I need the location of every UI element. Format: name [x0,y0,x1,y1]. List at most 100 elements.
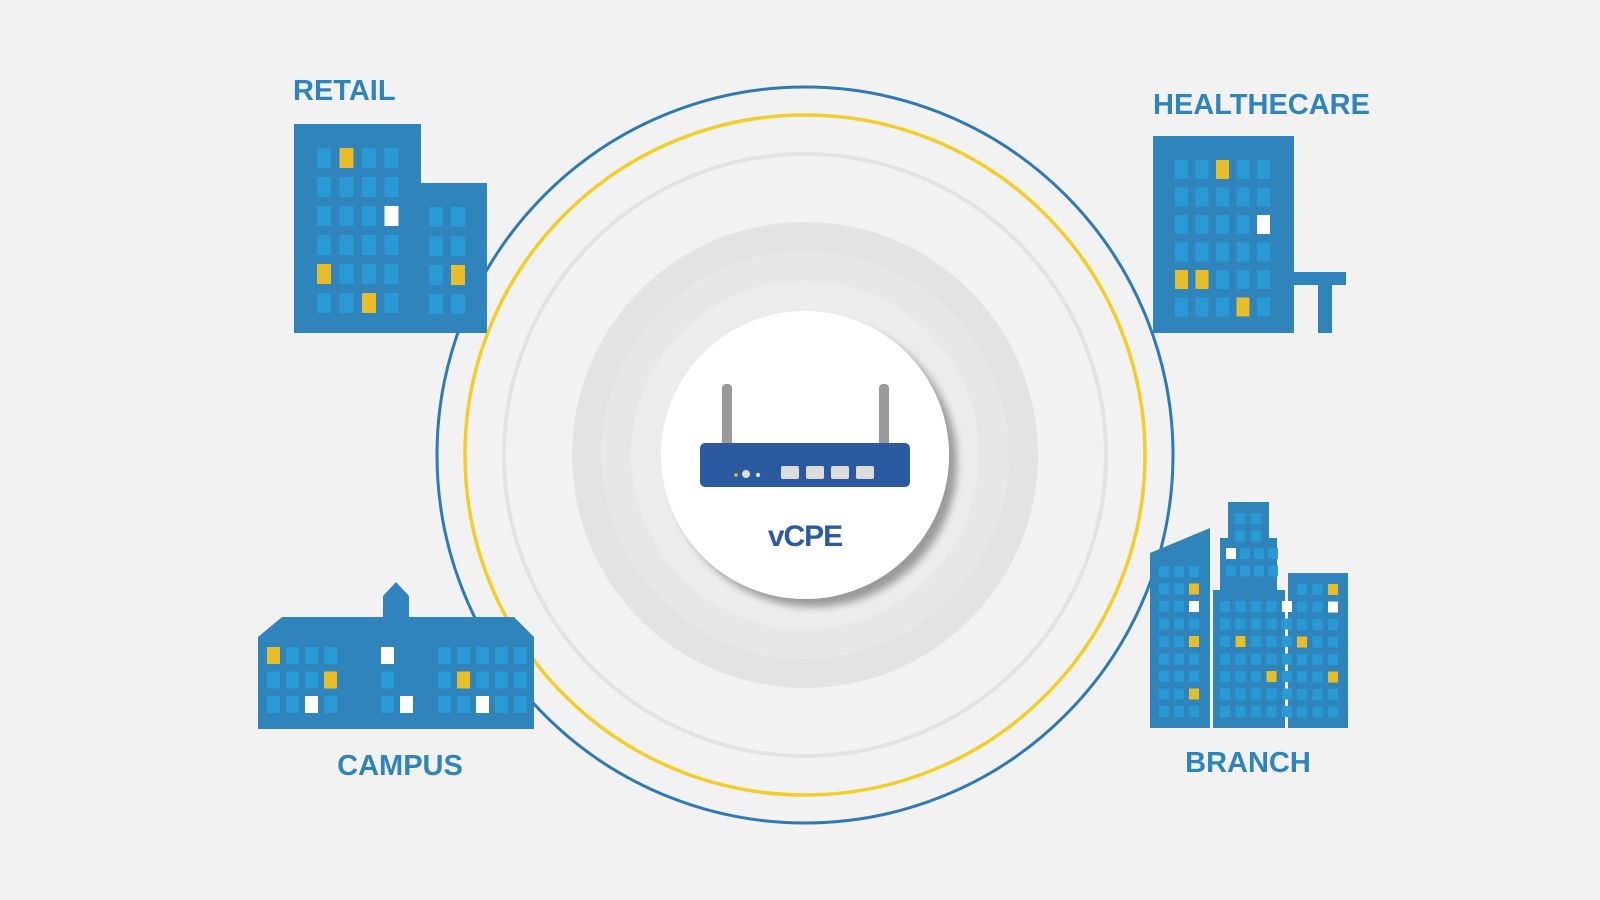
window [429,236,443,256]
window [305,647,318,664]
window [1266,671,1277,682]
gray-ring [502,152,1108,758]
window [1216,297,1229,317]
window [1220,636,1230,647]
hospital-building-icon [1153,136,1346,333]
window [1266,653,1277,665]
window [1328,689,1338,700]
window [514,696,527,713]
window [1216,270,1229,289]
window [1220,706,1230,717]
window [362,206,376,226]
window [1328,671,1338,683]
window [305,696,318,713]
window [495,647,508,664]
window [1174,688,1184,700]
window [1282,618,1292,630]
window [1297,584,1307,595]
window [1174,653,1184,665]
window [1266,601,1277,612]
window [324,671,337,689]
window [1189,653,1199,665]
window [384,177,399,197]
window [1220,688,1230,700]
window [1328,619,1338,630]
window [362,264,376,284]
retail-label: RETAIL [293,75,396,107]
window [339,148,354,168]
window [1328,654,1338,665]
window [1174,601,1184,612]
window [495,696,508,713]
window [1236,215,1250,234]
window [495,671,508,689]
window [1226,548,1236,559]
window [1220,653,1230,665]
window [305,671,318,689]
window [384,148,399,168]
window [362,177,376,197]
window [1195,215,1209,234]
window [1236,242,1250,262]
window [339,177,354,197]
window [1251,636,1261,647]
window [317,293,331,313]
window [1251,653,1261,665]
window [384,293,399,313]
window [1189,583,1199,595]
window [1297,601,1307,613]
window [451,294,465,314]
window [1235,601,1246,612]
window [429,207,443,227]
center-label: vCPE [768,520,842,553]
window [362,293,376,313]
window [1266,618,1277,630]
window [1312,601,1323,613]
window [1312,619,1323,630]
window [1175,215,1188,234]
window [1175,297,1188,317]
window [286,696,299,713]
window [1235,671,1246,682]
window [1282,636,1292,647]
window [339,206,354,226]
window [1257,297,1270,317]
window [1312,706,1323,718]
window [1216,215,1229,234]
window [1235,653,1246,665]
window [1236,270,1250,289]
window [384,235,399,255]
window [1251,688,1261,700]
window [1235,618,1246,630]
window [1257,160,1270,179]
branch-label: BRANCH [1185,747,1311,779]
window [1251,671,1261,682]
window [457,671,470,689]
window [429,294,443,314]
window [324,696,337,713]
window [1159,636,1169,647]
window [1297,619,1307,630]
window [1266,636,1277,647]
window [1159,601,1169,612]
window [1175,187,1188,207]
window [1257,242,1270,262]
window [1220,601,1230,612]
window [339,293,354,313]
window [1189,636,1199,647]
window [1297,636,1307,648]
window [457,647,470,664]
window [429,265,443,285]
window [1236,297,1250,317]
window [1189,618,1199,630]
window [1251,706,1261,717]
window [1216,242,1229,262]
window [1195,187,1209,207]
window [1159,566,1169,577]
window [1175,242,1188,262]
window [1297,706,1307,718]
window [1174,583,1184,595]
window [1257,270,1270,289]
